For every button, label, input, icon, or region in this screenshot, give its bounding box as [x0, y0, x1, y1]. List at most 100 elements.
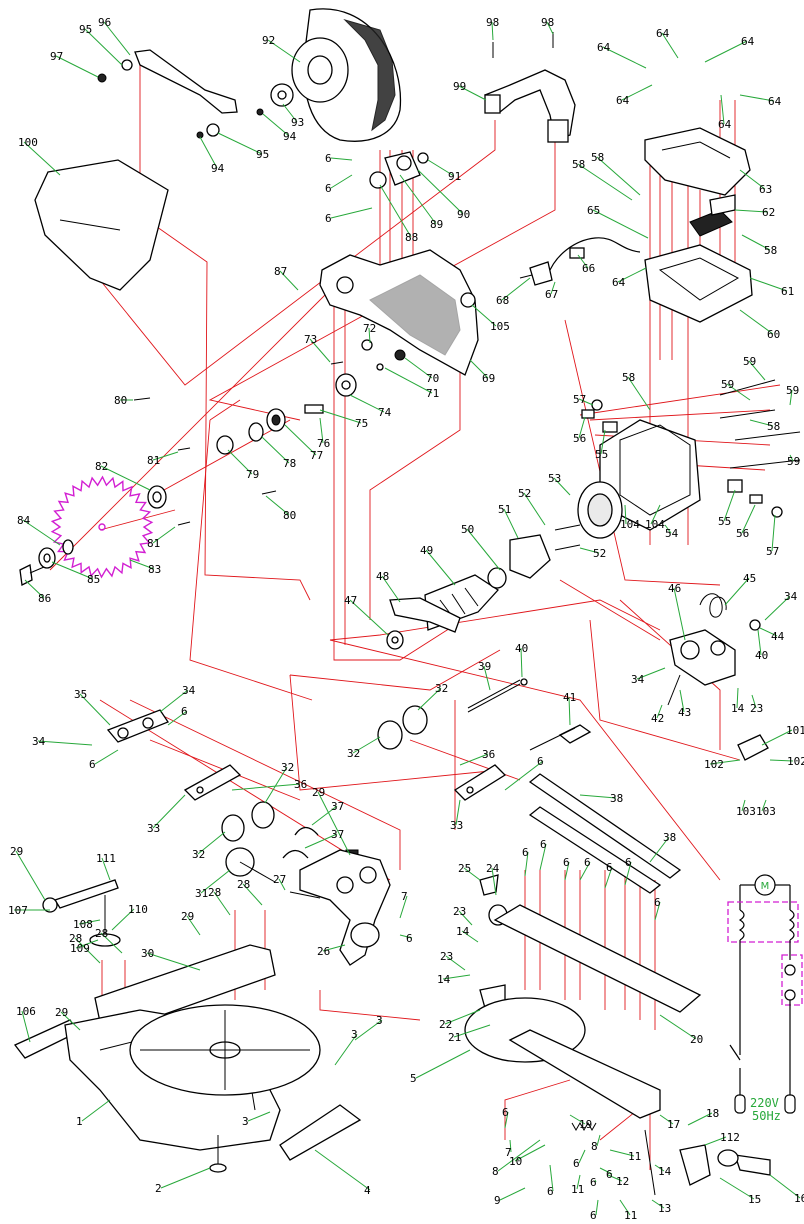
part-number-57: 57	[573, 393, 586, 406]
leader-line	[55, 55, 99, 78]
leader-line	[317, 791, 351, 856]
leader-line	[564, 861, 570, 881]
leader-line	[499, 1187, 526, 1201]
leader-line	[319, 409, 362, 424]
part-number-52: 52	[593, 547, 606, 560]
leader-line	[349, 394, 385, 413]
part-number-38: 38	[663, 831, 676, 844]
part-number-97: 97	[50, 50, 63, 63]
part-number-51: 51	[498, 503, 511, 516]
part-number-59: 59	[743, 355, 756, 368]
part-number-104: 104	[645, 518, 665, 531]
part-number-41: 41	[563, 691, 576, 704]
leader-line	[186, 915, 201, 936]
part-number-6: 6	[540, 838, 547, 851]
leader-line	[352, 736, 381, 754]
part-number-89: 89	[430, 218, 443, 231]
leader-line	[520, 647, 523, 678]
leader-line	[599, 1167, 613, 1175]
part-number-6: 6	[590, 1176, 597, 1189]
leader-line	[442, 974, 471, 980]
part-number-64: 64	[597, 41, 611, 54]
part-number-6: 6	[547, 1185, 554, 1198]
part-number-52: 52	[518, 487, 531, 500]
leader-line	[654, 1164, 665, 1172]
part-number-64: 64	[616, 94, 630, 107]
part-number-79: 79	[246, 468, 259, 481]
leader-line	[381, 575, 401, 603]
part-number-17: 17	[667, 1118, 680, 1131]
part-number-34: 34	[182, 684, 196, 697]
part-number-108: 108	[73, 918, 93, 931]
leader-line	[577, 254, 589, 269]
part-number-87: 87	[274, 265, 287, 278]
leader-line	[160, 1167, 211, 1189]
leader-line	[453, 1024, 491, 1038]
leader-line	[15, 850, 46, 901]
part-number-64: 64	[741, 35, 755, 48]
leader-line	[524, 851, 529, 877]
leader-line	[261, 436, 290, 464]
leader-line	[659, 1014, 697, 1040]
leader-line	[739, 94, 775, 102]
part-number-64: 64	[656, 27, 670, 40]
part-number-66: 66	[582, 262, 595, 275]
leader-line	[578, 416, 586, 439]
blade-and-arbor	[19, 339, 406, 586]
leader-line	[129, 559, 155, 570]
part-number-50: 50	[461, 523, 474, 536]
leader-line	[330, 207, 373, 219]
part-number-29: 29	[312, 786, 325, 799]
part-number-104: 104	[620, 518, 640, 531]
leader-line	[769, 1174, 801, 1199]
leader-line	[379, 184, 412, 238]
leader-line	[101, 857, 111, 881]
part-number-86: 86	[38, 592, 51, 605]
leader-line	[550, 281, 556, 295]
part-number-42: 42	[651, 712, 664, 725]
leader-line	[100, 465, 151, 491]
part-number-40: 40	[755, 649, 768, 662]
leader-line	[167, 710, 188, 726]
part-number-58: 58	[591, 151, 604, 164]
part-number-4: 4	[364, 1184, 371, 1197]
leader-line	[37, 740, 93, 746]
leader-line	[279, 270, 299, 291]
part-number-43: 43	[678, 706, 691, 719]
leader-line	[659, 1114, 674, 1125]
part-number-6: 6	[606, 861, 613, 874]
leader-line	[349, 599, 389, 636]
leader-line	[509, 1139, 512, 1153]
part-number-37: 37	[331, 828, 344, 841]
leader-line	[78, 919, 101, 925]
part-number-32: 32	[281, 761, 294, 774]
leader-line	[748, 360, 766, 381]
leader-line	[514, 1144, 546, 1162]
part-number-35: 35	[74, 688, 87, 701]
part-number-102: 102	[787, 755, 804, 768]
part-number-58: 58	[572, 158, 585, 171]
part-number-99: 99	[453, 80, 466, 93]
part-number-6: 6	[584, 856, 591, 869]
leader-line	[469, 359, 489, 379]
part-number-56: 56	[736, 527, 749, 540]
leader-line	[284, 424, 317, 456]
part-number-53: 53	[548, 472, 561, 485]
leader-lines	[14, 21, 801, 1216]
leader-line	[264, 766, 288, 804]
part-number-6: 6	[654, 896, 661, 909]
leader-line	[213, 891, 231, 916]
part-number-6: 6	[325, 212, 332, 225]
leader-line	[282, 103, 298, 123]
frequency-label: 50Hz	[752, 1109, 781, 1123]
leader-line	[764, 595, 791, 621]
leader-line	[734, 209, 769, 213]
leader-line	[22, 519, 61, 546]
leader-line	[262, 113, 290, 137]
leader-line	[152, 451, 179, 461]
leader-line	[579, 794, 617, 799]
leader-line	[687, 1112, 713, 1126]
leader-line	[21, 1010, 31, 1043]
leader-line	[227, 449, 253, 475]
part-number-95: 95	[79, 23, 92, 36]
